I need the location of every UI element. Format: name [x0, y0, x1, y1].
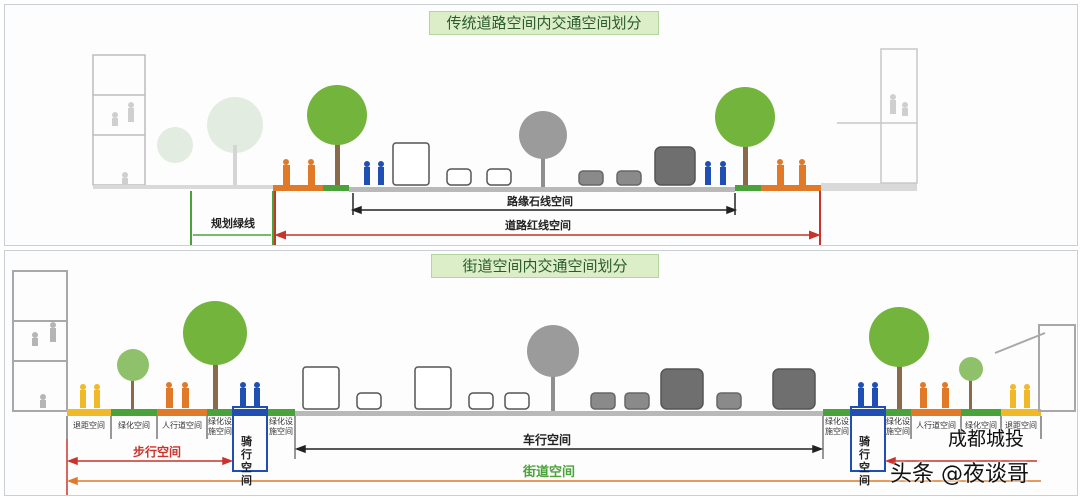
riding-space-right: 骑行空间 — [859, 435, 870, 487]
ride-frames — [232, 406, 886, 472]
faded-trees-left — [157, 97, 263, 185]
planned-green-line-bounds — [190, 191, 274, 245]
street-dimension — [66, 476, 1041, 486]
tree-left-green — [307, 85, 367, 185]
watermark-secondary: 成都城投 — [948, 428, 1025, 450]
tree-bottom-small-left — [117, 349, 149, 409]
people-yellow-left — [80, 384, 100, 408]
facility-left — [207, 409, 233, 416]
cyclists-bottom-left — [240, 382, 260, 408]
sidewalk-left — [273, 185, 337, 191]
vehicle-dimension — [294, 444, 824, 454]
segment-label-right-5: 绿化空间 — [965, 421, 997, 430]
ride-right — [851, 409, 885, 416]
top-section-drawing — [92, 48, 918, 245]
left-building-bottom — [12, 270, 68, 412]
right-building-bottom — [994, 324, 1076, 412]
setback-right — [1001, 409, 1041, 416]
cyclists-left — [364, 161, 384, 185]
curb-dimension — [350, 193, 738, 215]
walk-dimension — [66, 439, 1037, 495]
building-people-right — [890, 94, 908, 116]
street-space-label: 街道空间 — [523, 465, 576, 480]
cyclists-bottom-right — [858, 382, 878, 408]
roadway — [349, 187, 735, 192]
building-people-left — [112, 102, 134, 186]
setback-left — [67, 409, 111, 416]
people-orange-right — [920, 382, 949, 408]
pedestrians-right — [777, 159, 806, 185]
vehicle-road — [295, 411, 823, 416]
left-building-top — [92, 54, 146, 186]
red-line-bounds — [274, 191, 821, 245]
segment-label-right-3: 绿化设施空间 — [886, 417, 910, 436]
ride-left — [233, 409, 267, 416]
walk-right — [911, 409, 961, 416]
pedestrians-left — [283, 159, 315, 185]
planned-green-label: 规划绿线 — [211, 217, 255, 230]
people-orange-left — [166, 382, 189, 408]
vehicles-top — [392, 142, 696, 186]
red-line-space-label: 道路红线空间 — [505, 219, 571, 232]
curb-space-label: 路缘石线空间 — [507, 195, 573, 208]
segment-label-left-1: 退距空间 — [73, 421, 105, 430]
facility-left-2 — [267, 409, 295, 416]
tree-right-green — [715, 87, 775, 185]
tree-middle-gray — [519, 111, 567, 187]
green-strip-left — [323, 185, 349, 191]
segment-label-right-4: 人行道空间 — [916, 421, 956, 430]
bottom-title: 街道空间内交通空间划分 — [431, 254, 659, 278]
vehicles-bottom — [302, 366, 816, 410]
tree-bottom-left — [183, 301, 247, 409]
tree-bottom-right — [869, 307, 929, 409]
ground-left — [93, 185, 273, 189]
people-yellow-right — [1010, 384, 1030, 408]
green-strip-right — [735, 185, 761, 191]
building-people-bottom-left — [32, 322, 56, 408]
segment-label-right-1: 绿化设施空间 — [825, 417, 849, 436]
sidewalk-right — [761, 185, 821, 191]
right-building-top — [837, 48, 918, 184]
riding-space-left: 骑行空间 — [241, 435, 252, 487]
green-left — [111, 409, 157, 416]
segment-label-left-4: 绿化设施空间 — [208, 417, 232, 436]
green-right — [961, 409, 1001, 416]
tree-bottom-middle — [527, 325, 579, 411]
facility-right — [823, 409, 851, 416]
watermark: 头条 @夜谈哥 — [890, 462, 1029, 487]
tree-bottom-small-right — [959, 357, 983, 409]
cyclists-right — [705, 161, 726, 185]
vehicle-space-label: 车行空间 — [523, 433, 572, 447]
walk-left — [157, 409, 207, 416]
ground-right — [821, 183, 917, 191]
walking-space-label: 步行空间 — [133, 445, 182, 459]
segment-label-left-6: 绿化设施空间 — [269, 417, 293, 436]
bottom-section-drawing — [12, 270, 1076, 495]
segment-label-left-3: 人行道空间 — [162, 421, 202, 430]
top-title: 传统道路空间内交通空间划分 — [429, 11, 659, 35]
segment-label-left-2: 绿化空间 — [118, 421, 150, 430]
traditional-road-panel: 传统道路空间内交通空间划分 — [4, 4, 1078, 246]
street-space-panel: 街道空间内交通空间划分 — [4, 250, 1078, 496]
facility-right-2 — [885, 409, 911, 416]
segment-label-right-6: 退距空间 — [1005, 421, 1037, 430]
